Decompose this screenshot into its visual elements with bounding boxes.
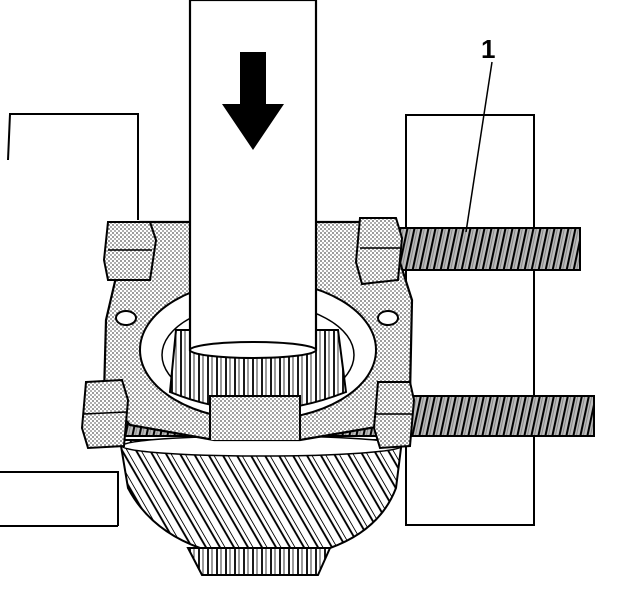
lower-right-nut <box>372 381 416 450</box>
right-support-frame <box>405 114 535 526</box>
callout-label-1: 1 <box>481 34 496 64</box>
separator-tool-bolt <box>379 227 581 271</box>
left-support-frame <box>0 113 139 527</box>
upper-right-nut <box>354 217 404 286</box>
callout-leader-line <box>465 61 493 233</box>
upper-left-nut <box>102 221 158 281</box>
down-arrow-icon <box>222 52 284 150</box>
lower-left-nut <box>80 378 130 450</box>
helical-gear <box>118 435 404 576</box>
